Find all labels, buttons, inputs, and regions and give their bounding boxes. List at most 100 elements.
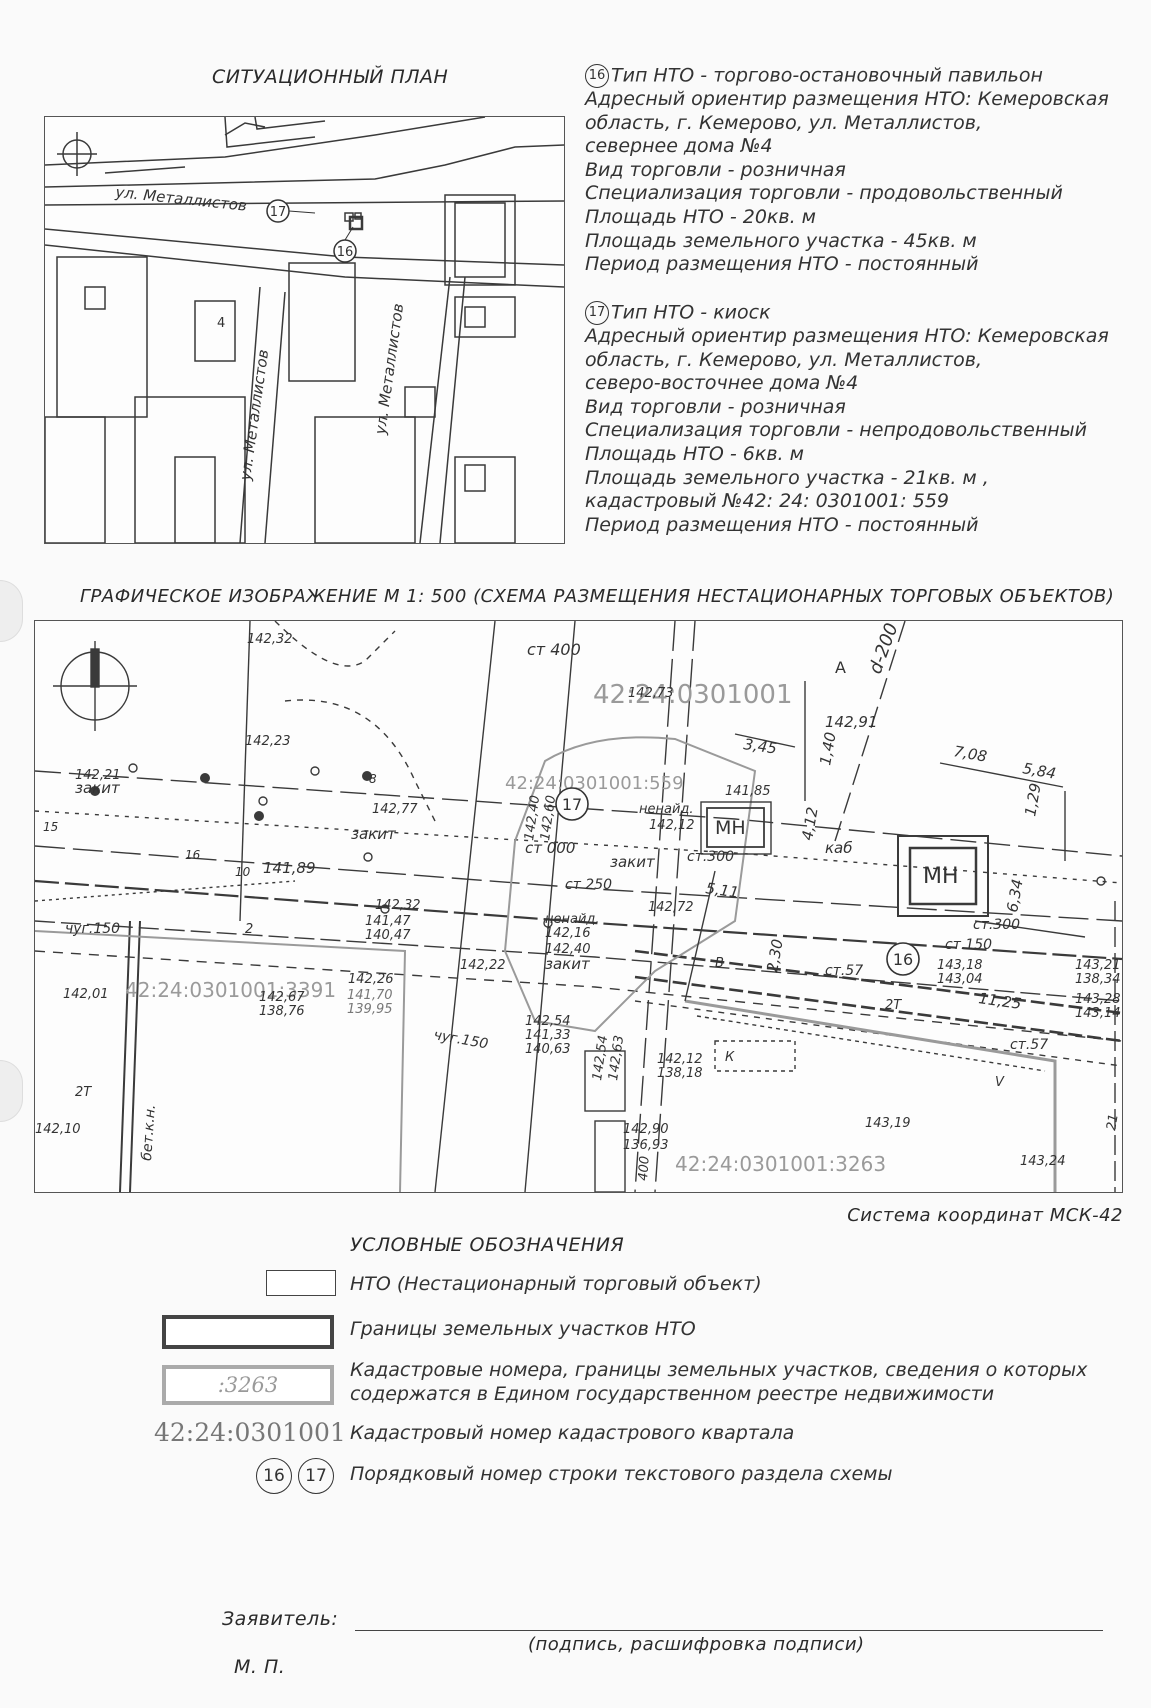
- elev-140-47: 140,47: [365, 928, 411, 943]
- elev-143-18: 143,18: [937, 958, 983, 973]
- note-st000: ст 000: [525, 839, 575, 857]
- note-st250: ст 250: [565, 877, 612, 893]
- elev-141-85: 141,85: [725, 784, 771, 799]
- note-2: 2: [245, 922, 253, 937]
- object-16-line-6: Площадь НТО - 20кв. м: [585, 206, 817, 229]
- dim-3-45: 3,45: [742, 735, 778, 757]
- note-st57-a: ст.57: [825, 963, 863, 979]
- situation-marker-17: 17: [270, 205, 287, 220]
- dim-1-40: 1,40: [816, 731, 840, 767]
- elev-142-16: 142,16: [545, 926, 591, 941]
- note-nenaid-1: ненайд.: [639, 802, 694, 817]
- situation-plan-map: 17 16 ул. Металлистов ул. Металлистов ул…: [44, 116, 565, 544]
- legend-cadastral-swatch: :3263: [162, 1365, 334, 1405]
- note-15: 15: [43, 820, 58, 834]
- legend-cadastral-text-1: Кадастровые номера, границы земельных уч…: [350, 1359, 1088, 1381]
- object-17-line-5: Специализация торговли - непродовольстве…: [585, 419, 1088, 442]
- elev-136-93: 136,93: [623, 1138, 669, 1153]
- punch-hole-bottom: [0, 1060, 23, 1122]
- object-17-line-8: кадастровый №42: 24: 0301001: 559: [585, 490, 950, 513]
- graphic-title: ГРАФИЧЕСКОЕ ИЗОБРАЖЕНИЕ М 1: 500 (СХЕМА …: [80, 586, 1115, 607]
- object-16-line-3: севернее дома №4: [585, 135, 773, 158]
- note-2t-b: 2Т: [885, 998, 902, 1013]
- object-16-line-1: Адресный ориентир размещения НТО: Кемеро…: [585, 88, 1109, 111]
- legend-cadastral-text-2: содержатся в Едином государственном реес…: [350, 1383, 995, 1405]
- dim-5-84: 5,84: [1021, 759, 1057, 783]
- object-16-line-4: Вид торговли - розничная: [585, 158, 846, 181]
- elev-142-32-top: 142,32: [247, 632, 293, 647]
- legend-nto-text: НТО (Нестационарный торговый объект): [350, 1273, 762, 1295]
- note-21: 21: [1104, 1113, 1122, 1132]
- note-letter-k: К: [725, 1050, 735, 1065]
- dim-4-12: 4,12: [798, 806, 822, 842]
- note-nenaid-2: ненайд.: [545, 912, 600, 927]
- graphic-map-svg: 42:24:0301001 42:24:0301001:559 42:24:03…: [35, 621, 1122, 1192]
- signature-line[interactable]: [355, 1630, 1103, 1631]
- note-2t-a: 2Т: [75, 1085, 92, 1100]
- stamp-label: М. П.: [234, 1656, 286, 1678]
- elev-142-54: 142,54: [525, 1014, 571, 1029]
- legend-nto-swatch: [266, 1270, 336, 1296]
- elev-142-40: 142,40: [522, 794, 543, 841]
- situation-plan-title: СИТУАЦИОННЫЙ ПЛАН: [212, 66, 449, 88]
- elev-142-77: 142,77: [372, 802, 418, 817]
- object-17-line-7: Площадь земельного участка - 21кв. м ,: [585, 466, 989, 489]
- elev-143-19: 143,19: [865, 1116, 911, 1131]
- elev-142-90: 142,90: [623, 1122, 669, 1137]
- house-number-4: 4: [217, 316, 225, 331]
- elev-142-60: 142,60: [538, 794, 559, 841]
- elev-142-01: 142,01: [63, 987, 109, 1002]
- dim-5-11: 5,11: [704, 879, 740, 901]
- note-8: 8: [369, 772, 377, 786]
- note-letter-b: В: [715, 956, 724, 971]
- elev-141-89: 141,89: [263, 859, 316, 877]
- elev-142-22: 142,22: [460, 958, 506, 973]
- elev-138-34: 138,34: [1075, 972, 1121, 987]
- note-chug150-b: чуг.150: [432, 1027, 489, 1052]
- note-400: 400: [636, 1155, 653, 1181]
- elev-141-70: 141,70: [347, 988, 393, 1003]
- elev-142-12: 142,12: [649, 818, 695, 833]
- label-a-top: A: [835, 658, 846, 677]
- elev-143-24: 143,24: [1020, 1154, 1066, 1169]
- graphic-map: 42:24:0301001 42:24:0301001:559 42:24:03…: [34, 620, 1123, 1193]
- note-st400: ст 400: [527, 640, 581, 659]
- dim-2-30: 2,30: [763, 938, 787, 974]
- note-zakit-4: закит: [545, 955, 591, 973]
- legend-quarter-sample: 42:24:0301001: [154, 1418, 346, 1447]
- dim-1-29: 1,29: [1021, 782, 1045, 818]
- note-st300-a: ст.300: [687, 849, 734, 865]
- object-16-marker: 16: [585, 64, 609, 88]
- object-17-line-4: Вид торговли - розничная: [585, 395, 846, 418]
- legend-quarter-text: Кадастровый номер кадастрового квартала: [350, 1422, 795, 1444]
- elev-139-95: 139,95: [347, 1002, 393, 1017]
- note-10: 10: [235, 865, 251, 879]
- elev-138-76: 138,76: [259, 1004, 305, 1019]
- elev-141-33: 141,33: [525, 1028, 571, 1043]
- note-zakit-1: закит: [75, 779, 121, 797]
- elev-142-32-mid: 142,32: [375, 898, 421, 913]
- object-17-line-6: Площадь НТО - 6кв. м: [585, 443, 804, 466]
- elev-142-23: 142,23: [245, 734, 291, 749]
- situation-plan-svg: 17 16 ул. Металлистов ул. Металлистов ул…: [45, 117, 564, 543]
- note-kab: каб: [825, 839, 853, 857]
- applicant-label: Заявитель:: [222, 1608, 339, 1630]
- legend-marker-17: 17: [298, 1458, 334, 1494]
- elev-142-72: 142,72: [648, 900, 694, 915]
- note-zakit-3: закит: [610, 853, 656, 871]
- elev-138-18: 138,18: [657, 1066, 703, 1081]
- map-marker-17: 17: [562, 795, 582, 814]
- note-chug150-a: чуг.150: [65, 921, 120, 937]
- legend-cadastral-sample: :3263: [217, 1373, 279, 1397]
- object-17-line-2: область, г. Кемерово, ул. Металлистов,: [585, 348, 983, 371]
- elev-142-54-b: 142,54: [590, 1034, 611, 1081]
- note-16: 16: [185, 848, 201, 862]
- object-17-line-3: северо-восточнее дома №4: [585, 372, 859, 395]
- situation-marker-16: 16: [337, 245, 354, 260]
- dim-7-08: 7,08: [952, 742, 988, 766]
- object-17-line-9: Период размещения НТО - постоянный: [585, 513, 979, 536]
- object-16-line-8: Период размещения НТО - постоянный: [585, 253, 979, 276]
